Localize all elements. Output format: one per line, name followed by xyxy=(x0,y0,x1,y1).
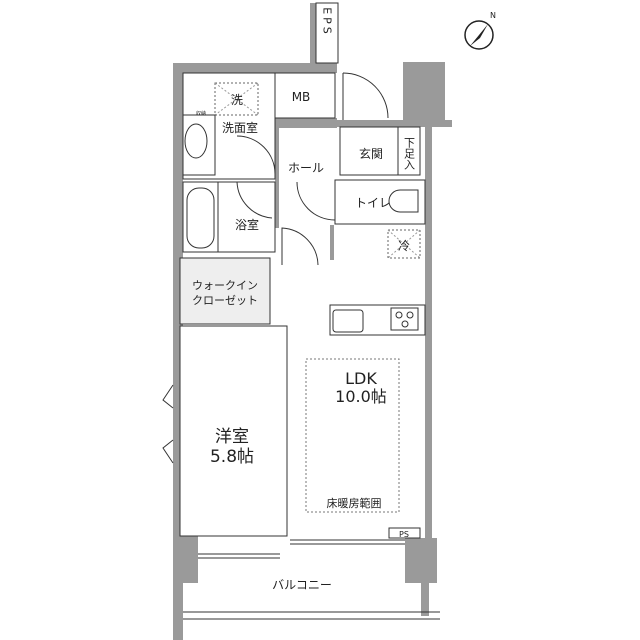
ps-label: PS xyxy=(399,530,409,539)
toilet-door-icon[interactable] xyxy=(296,181,336,221)
mb-label: MB xyxy=(292,90,311,104)
compass-north-label: N xyxy=(490,11,496,20)
ldk-door-icon[interactable] xyxy=(281,227,319,266)
balcony-label: バルコニー xyxy=(272,578,332,592)
entrance xyxy=(339,126,399,176)
shoe-cabinet-label: 下足入 xyxy=(403,137,416,170)
eps-box xyxy=(315,2,339,64)
bathroom-label: 浴室 xyxy=(235,217,259,232)
floor-heating-area xyxy=(305,358,400,513)
shoe-cabinet xyxy=(397,126,421,176)
walls xyxy=(173,3,452,640)
toilet-label: トイレ xyxy=(355,196,391,210)
walk-in-closet xyxy=(179,257,271,325)
compass-icon: N xyxy=(464,11,496,50)
vanity xyxy=(182,114,216,176)
washer-label: 洗 xyxy=(231,93,243,107)
fridge-space xyxy=(387,229,421,259)
window-icon xyxy=(162,384,174,464)
fridge-label: 冷 xyxy=(398,239,410,253)
storage-label: 収納 xyxy=(196,110,206,117)
walk-in-closet-label-1: ウォークイン xyxy=(192,279,258,292)
ldk-name: LDK xyxy=(345,369,377,388)
eps-label: EPS xyxy=(321,7,334,37)
ldk-size: 10.0帖 xyxy=(335,387,387,406)
ps-box xyxy=(388,527,421,539)
sink-icon xyxy=(184,123,208,159)
western-room-size: 5.8帖 xyxy=(210,447,254,467)
toilet-icon xyxy=(388,189,419,213)
washroom-label: 洗面室 xyxy=(222,120,258,135)
floor-heating-label: 床暖房範囲 xyxy=(327,496,382,510)
bathtub-icon xyxy=(186,187,215,249)
kitchen-sink-icon xyxy=(332,309,364,333)
washer-space xyxy=(214,82,259,116)
hall-label: ホール xyxy=(288,161,324,175)
entrance-label: 玄関 xyxy=(359,146,383,161)
western-room-name: 洋室 xyxy=(215,427,249,447)
bathroom-door-icon[interactable] xyxy=(236,181,273,219)
stove-icon xyxy=(390,307,419,331)
walk-in-closet-label-2: クローゼット xyxy=(192,294,258,307)
western-room xyxy=(179,325,288,537)
mb-room xyxy=(268,72,336,119)
entrance-door-icon[interactable] xyxy=(342,72,389,119)
washroom-door-icon[interactable] xyxy=(236,135,276,175)
